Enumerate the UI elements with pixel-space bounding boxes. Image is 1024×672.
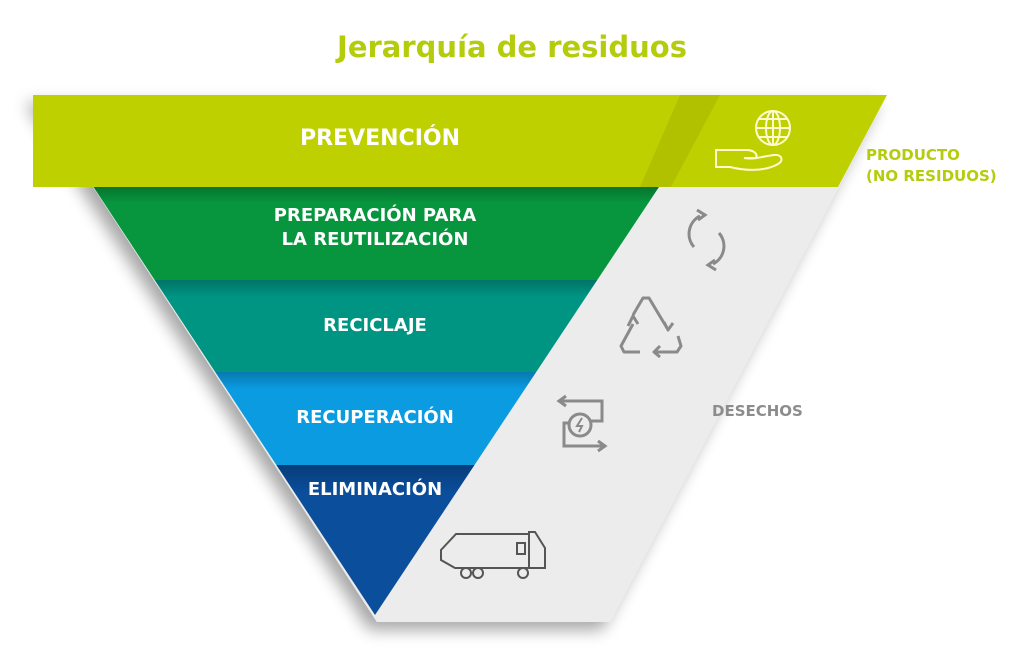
refresh-arrows-icon xyxy=(687,208,726,272)
label-line: PRODUCTO xyxy=(866,146,960,164)
product-label: PRODUCTO (NO RESIDUOS) xyxy=(866,145,997,187)
diagram-title: Jerarquía de residuos xyxy=(337,30,687,64)
level-label-recuperacion: RECUPERACIÓN xyxy=(296,407,454,428)
band-prevencion xyxy=(33,95,720,187)
label-line: LA REUTILIZACIÓN xyxy=(281,229,469,251)
energy-recovery-icon xyxy=(556,394,608,453)
level-label-prevencion: PREVENCIÓN xyxy=(299,126,460,151)
level-label-eliminacion: ELIMINACIÓN xyxy=(307,479,443,500)
label-line: PREPARACIÓN PARA xyxy=(273,205,477,226)
label-line: (NO RESIDUOS) xyxy=(866,167,997,185)
recycle-triangle-icon xyxy=(619,296,683,359)
level-label-reciclaje: RECICLAJE xyxy=(323,315,427,336)
waste-label: DESECHOS xyxy=(712,402,803,420)
hand-globe-icon xyxy=(715,110,791,171)
level-label-preparacion: PREPARACIÓN PARA LA REUTILIZACIÓN xyxy=(220,204,530,253)
garbage-truck-icon xyxy=(440,531,546,579)
